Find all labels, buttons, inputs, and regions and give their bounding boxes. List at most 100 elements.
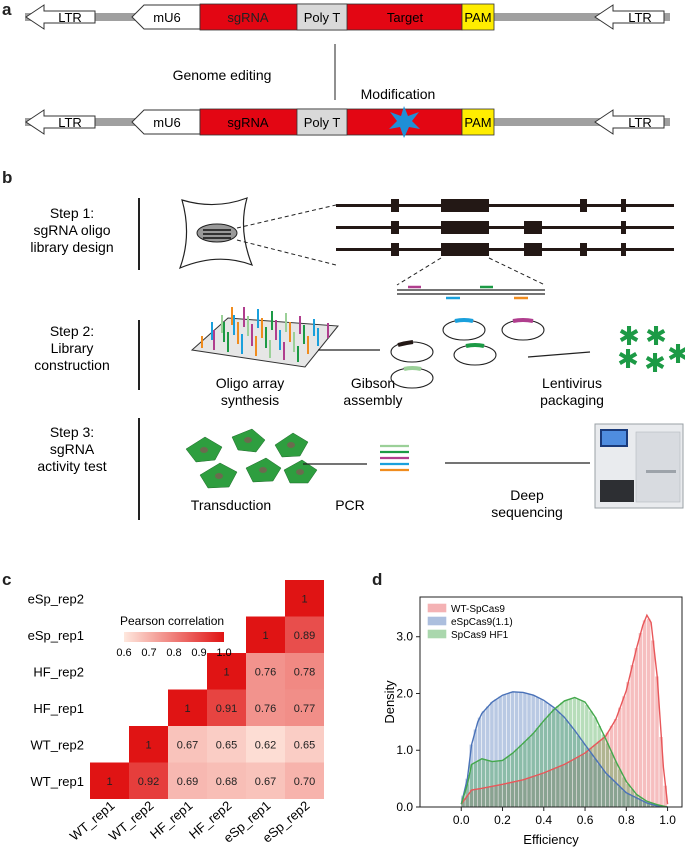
density-bar [609,752,614,807]
density-bar [506,756,511,807]
lentivirus-icon: ✱✱ ✱✱✱ [617,321,685,378]
mu6-promoter-icon [131,4,201,30]
density-bar [469,764,474,807]
density-bar [589,711,593,807]
density-bar [473,789,478,807]
density-bar [593,758,597,807]
heatmap-cell-value: 0.78 [294,666,315,678]
x-axis-label: Efficiency [523,832,579,847]
heatmap-cell [129,726,168,763]
connector-gibson-lenti [527,351,591,358]
density-bar [576,699,581,807]
plasmids-icon [390,319,545,389]
heatmap-row-label: WT_rep1 [31,774,84,789]
svg-text:✱: ✱ [667,339,685,369]
density-curve [460,613,669,805]
sequencer-icon [594,423,684,509]
ltr-arrow-left-icon [25,4,96,30]
density-bar [585,751,589,807]
oligo-label-line2: synthesis [221,392,279,408]
deep-label-line1: Deep [510,487,544,503]
x-tick-label: 0.4 [535,813,552,827]
density-bar [523,779,527,807]
density-bar [646,803,651,807]
density-bar [646,618,651,807]
density-bar [469,744,474,807]
heatmap-row-label: WT_rep2 [31,737,84,752]
density-bar [638,797,643,807]
density-bar [576,756,581,807]
modification-label: Modification [361,86,436,102]
density-bar [535,697,540,807]
density-bar [626,682,630,807]
density-bar [486,787,490,807]
density-bar [498,696,502,807]
density-bar [626,784,630,807]
heatmap-cell [285,762,324,799]
legend-swatch [427,616,447,626]
density-bar [494,785,498,807]
density-bar [473,729,478,807]
heatmap-cell-value: 0.65 [216,739,237,751]
heatmap-cell [168,762,207,799]
density-bar [638,799,643,807]
density-bar [490,702,494,807]
ltr-arrow-right-icon [594,4,665,30]
heatmap-cell-value: 0.67 [177,739,198,751]
density-bar [502,783,507,807]
density-bar [527,737,531,807]
density-bar [613,761,618,807]
density-bar [523,692,527,807]
legend-swatch [427,603,447,613]
polyt-label: Poly T [304,10,341,25]
density-bar [547,704,552,807]
heatmap-legend-tick: 1.0 [216,647,231,659]
density-bar [494,699,498,807]
density-bar [597,741,601,807]
density-bar [535,774,540,807]
heatmap-cell-value: 0.76 [255,666,276,678]
gibson-label-line2: assembly [343,392,402,408]
heatmap-cell [285,653,324,690]
density-bar [580,741,585,807]
density-bar [568,725,573,807]
density-bar [609,778,614,807]
heatmap-cell [207,689,246,726]
heatmap-cell-value: 1 [223,666,229,678]
density-bar [622,790,626,807]
density-bar [531,695,535,807]
density-bar [589,747,593,807]
density-bar [613,719,618,807]
density-bar [642,620,647,807]
modification-star-icon [389,106,420,138]
panel-b-diagram: Step 1: sgRNA oligo library design Step … [30,197,685,520]
density-bar [498,760,502,807]
panel-label-b: b [2,168,13,187]
density-bar [510,691,515,807]
density-bar [502,694,507,807]
heatmap-cell-value: 0.92 [138,776,159,788]
polyt-block [296,3,348,31]
density-bar [585,747,589,807]
heatmap-cell-value: 1 [262,630,268,642]
density-bar [535,728,540,807]
ltr-arrow-right-icon [594,109,665,135]
sgrna-label: sgRNA [227,10,269,25]
step2-line2: Library [51,340,94,356]
density-bar [630,665,634,807]
panel-label-d: d [372,570,383,589]
plot-frame [419,596,683,808]
density-bar [556,705,560,807]
density-bar [519,780,523,807]
density-bar [580,754,585,807]
step1-line2: sgRNA oligo [33,222,110,238]
density-bar [593,717,597,807]
density-bar [634,797,639,807]
density-bar [531,733,535,807]
density-bar [593,744,597,807]
density-bar [527,694,531,807]
density-bar [626,793,630,807]
density-bar [605,732,610,807]
panel-a-diagram: LTR mU6 sgRNA Poly T Target PAM LTR Geno… [25,3,670,138]
